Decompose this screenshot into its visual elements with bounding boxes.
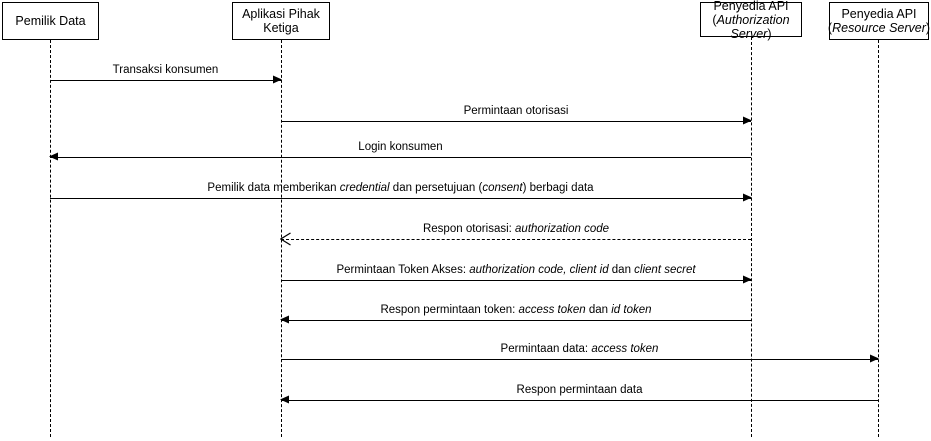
message-line	[281, 280, 751, 281]
message-line	[281, 121, 751, 122]
message-line	[281, 239, 751, 240]
participant-box-pemilik-data[interactable]: Pemilik Data	[2, 2, 99, 40]
participant-label-line: Ketiga	[263, 21, 299, 35]
message-label: Pemilik data memberikan credential dan p…	[207, 182, 594, 194]
arrowhead-right-icon	[743, 193, 752, 202]
arrowhead-left-icon	[280, 232, 291, 246]
message-line	[50, 157, 751, 158]
lifeline-penyedia-api-authorization-server	[751, 37, 752, 437]
message-label: Transaksi konsumen	[112, 64, 219, 76]
message-line	[281, 400, 878, 401]
message-label: Permintaan otorisasi	[463, 105, 569, 117]
arrowhead-left-icon	[49, 152, 58, 161]
message-label: Respon permintaan data	[516, 384, 643, 396]
participant-label-line: Server)	[730, 26, 772, 41]
message-label: Permintaan data: access token	[500, 343, 659, 355]
participant-label-line: Penyedia API	[841, 7, 917, 21]
participant-label-line: (Authorization	[712, 12, 790, 27]
lifeline-penyedia-api-resource-server	[878, 40, 879, 437]
arrowhead-left-icon	[280, 395, 289, 404]
participant-label-line: Penyedia API	[713, 0, 789, 13]
message-label: Login konsumen	[358, 141, 443, 153]
message-label: Respon otorisasi: authorization code	[422, 223, 610, 235]
arrowhead-right-icon	[870, 354, 879, 363]
arrowhead-left-icon	[280, 315, 289, 324]
message-label: Permintaan Token Akses: authorization co…	[336, 264, 696, 276]
message-line	[281, 359, 878, 360]
message-line	[50, 80, 281, 81]
message-label: Respon permintaan token: access token da…	[380, 304, 652, 316]
lifeline-pemilik-data	[50, 40, 51, 437]
participant-box-penyedia-api-resource-server[interactable]: Penyedia API(Resource Server)	[827, 2, 931, 40]
participant-label-line: Aplikasi Pihak	[242, 7, 320, 21]
message-line	[50, 198, 751, 199]
message-line	[281, 320, 751, 321]
arrowhead-right-icon	[743, 116, 752, 125]
participant-label-line: Pemilik Data	[15, 14, 86, 28]
participant-label-line: (Resource Server)	[827, 21, 931, 35]
arrowhead-right-icon	[273, 75, 282, 84]
arrowhead-right-icon	[743, 275, 752, 284]
